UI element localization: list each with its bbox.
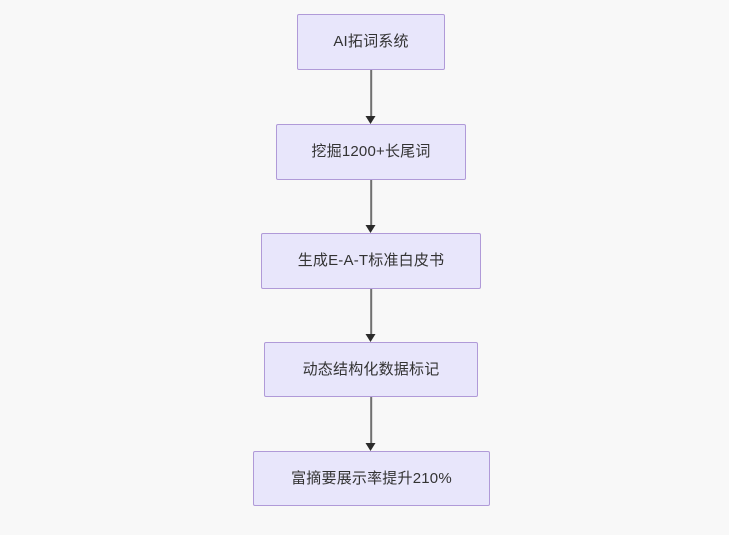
edge-line — [370, 397, 372, 443]
flow-node-label: 生成E-A-T标准白皮书 — [297, 252, 445, 269]
arrowhead-down-icon — [365, 443, 376, 451]
arrowhead-down-icon — [365, 116, 376, 124]
flow-node-dynamic-structured-data-markup[interactable]: 动态结构化数据标记 — [264, 342, 478, 397]
edge-line — [370, 180, 372, 225]
arrowhead-down-icon — [365, 334, 376, 342]
flow-node-generate-eat-whitepaper[interactable]: 生成E-A-T标准白皮书 — [261, 233, 481, 289]
flow-node-rich-snippet-impression-uplift[interactable]: 富摘要展示率提升210% — [253, 451, 490, 506]
edge-line — [370, 70, 372, 116]
flow-node-label: AI拓词系统 — [333, 33, 409, 50]
flow-node-ai-keyword-system[interactable]: AI拓词系统 — [297, 14, 445, 70]
edge-line — [370, 289, 372, 334]
flow-node-mine-longtail-keywords[interactable]: 挖掘1200+长尾词 — [276, 124, 466, 180]
flow-node-label: 挖掘1200+长尾词 — [311, 143, 431, 160]
flow-node-label: 富摘要展示率提升210% — [291, 469, 452, 487]
arrowhead-down-icon — [365, 225, 376, 233]
flow-node-label: 动态结构化数据标记 — [302, 360, 440, 378]
